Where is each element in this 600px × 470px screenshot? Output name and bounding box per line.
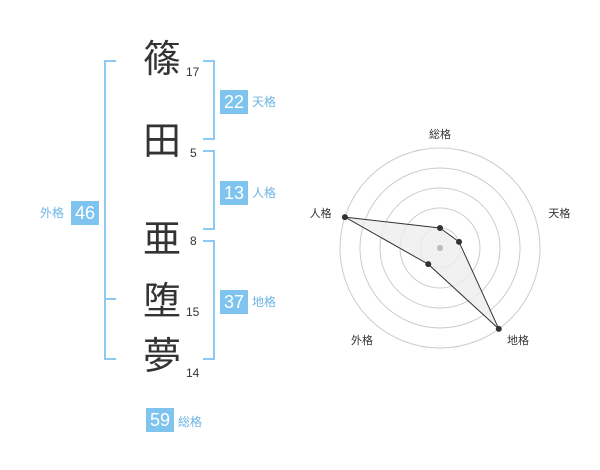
gaikaku-divider xyxy=(104,298,116,300)
name-char-4: 堕 xyxy=(142,279,181,323)
stroke-count-2: 5 xyxy=(190,146,197,160)
radar-grid-ring-5 xyxy=(339,147,541,349)
stroke-count-1: 17 xyxy=(186,65,200,79)
gaikaku-bracket xyxy=(104,60,116,360)
radar-point-5 xyxy=(341,214,348,221)
name-char-1: 篠 xyxy=(142,37,181,81)
gaikaku-value: 46 xyxy=(71,201,99,225)
radar-point-1 xyxy=(437,225,443,231)
tenkaku-label: 天格 xyxy=(252,95,277,109)
radar-axis-label-3: 地格 xyxy=(507,333,529,347)
tenkaku-value: 22 xyxy=(220,90,248,114)
radar-point-2 xyxy=(456,238,463,245)
radar-grid-ring-4 xyxy=(359,167,521,329)
stroke-count-3: 8 xyxy=(190,234,197,248)
tenkaku-bracket xyxy=(203,60,215,140)
soukaku-label: 総格 xyxy=(178,415,203,429)
jinkaku-value: 13 xyxy=(220,181,248,205)
radar-area xyxy=(344,216,500,330)
stroke-count-5: 14 xyxy=(186,366,200,380)
radar-axis-label-2: 天格 xyxy=(548,206,570,220)
radar-point-3 xyxy=(495,325,502,332)
jinkaku-label: 人格 xyxy=(252,186,277,200)
chikaku-bracket xyxy=(203,240,215,360)
soukaku-value: 59 xyxy=(146,408,174,432)
radar-grid-ring-3 xyxy=(379,187,501,309)
chikaku-value: 37 xyxy=(220,290,248,314)
name-char-5: 夢 xyxy=(142,334,181,378)
radar-point-4 xyxy=(425,261,432,268)
jinkaku-bracket xyxy=(203,150,215,230)
chikaku-label: 地格 xyxy=(252,295,277,309)
radar-axis-label-1: 総格 xyxy=(429,127,451,141)
stroke-count-4: 15 xyxy=(186,305,200,319)
gaikaku-label: 外格 xyxy=(40,206,65,220)
name-char-3: 亜 xyxy=(142,217,181,261)
name-char-2: 田 xyxy=(142,119,181,163)
radar-center xyxy=(437,245,443,251)
radar-axis-label-4: 外格 xyxy=(351,333,373,347)
radar-axis-label-5: 人格 xyxy=(310,206,332,220)
